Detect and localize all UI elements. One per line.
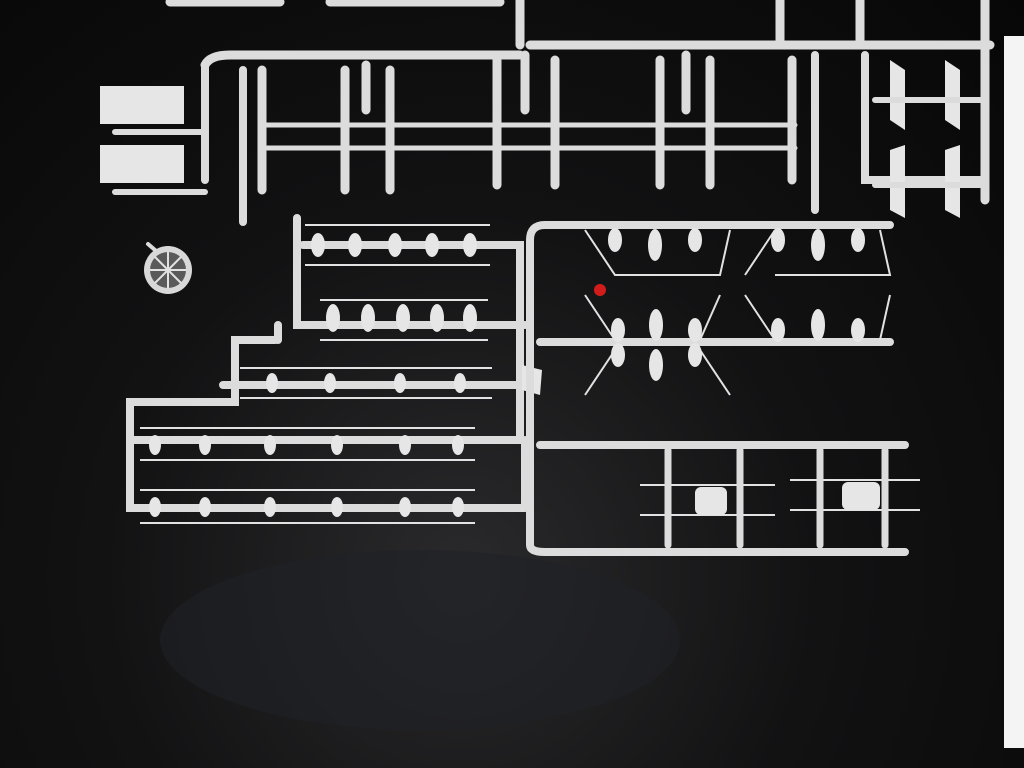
right-lower-sprue (526, 221, 920, 556)
card-edge (1004, 36, 1024, 748)
upper-sprue (100, 0, 995, 226)
left-lower-sprue (126, 214, 542, 524)
red-light-reflection (594, 284, 606, 296)
wheel-part (144, 242, 192, 294)
reflection (160, 550, 680, 730)
